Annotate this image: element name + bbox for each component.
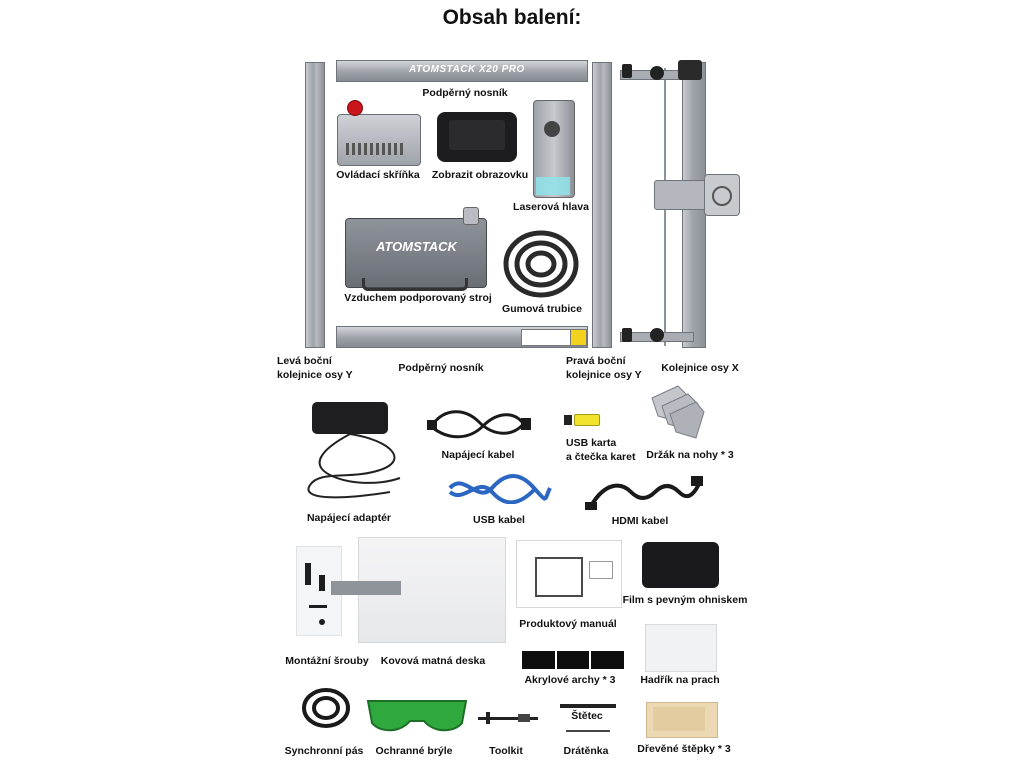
brush-image <box>560 704 616 708</box>
label-beam-bottom: Podpěrný nosník <box>398 362 484 374</box>
air-assist-logo: ATOMSTACK <box>376 239 457 254</box>
warning-sticker <box>521 329 571 346</box>
label-wire: Drátěnka <box>563 745 609 757</box>
label-dust-cloth: Hadřík na prach <box>640 674 720 686</box>
emergency-stop-button <box>347 100 363 116</box>
top-support-beam: ATOMSTACK X20 PRO <box>336 60 588 82</box>
label-film: Film s pevným ohniskem <box>622 594 748 606</box>
label-sync-belt: Synchronní pás <box>284 745 364 757</box>
rubber-tube-image <box>503 230 579 298</box>
caution-sticker <box>570 329 587 346</box>
toolkit-image <box>478 712 538 726</box>
power-cable-image <box>427 410 531 439</box>
wire-image <box>566 730 610 732</box>
label-left-rail: Levá boční kolejnice osy Y <box>277 355 353 381</box>
label-beam-top: Podpěrný nosník <box>422 87 508 99</box>
fixed-focus-film-image <box>642 542 719 588</box>
usb-card-reader-image <box>574 414 600 426</box>
page-title: Obsah balení: <box>442 6 582 29</box>
metal-plate-sticker <box>331 581 401 595</box>
label-hdmi-cable: HDMI kabel <box>611 515 669 527</box>
hdmi-cable-image <box>585 476 703 510</box>
label-laser-head: Laserová hlava <box>513 201 589 213</box>
safety-glasses-image <box>366 700 468 732</box>
right-y-rail <box>592 62 612 348</box>
laser-head-image <box>533 100 575 198</box>
manual-image <box>516 540 622 608</box>
power-adapter-cable <box>307 433 401 499</box>
label-power-cable: Napájecí kabel <box>441 449 515 461</box>
label-rubber-tube: Gumová trubice <box>502 303 582 315</box>
label-manual: Produktový manuál <box>519 618 617 630</box>
foot-holder-image <box>651 385 705 439</box>
label-power-adapter: Napájecí adaptér <box>306 512 392 524</box>
label-acrylic: Akrylové archy * 3 <box>524 674 616 686</box>
label-right-rail: Pravá boční kolejnice osy Y <box>566 355 642 381</box>
acrylic-sheets-image <box>522 651 624 669</box>
usb-cable-image <box>448 474 552 504</box>
left-y-rail <box>305 62 325 348</box>
label-air-assist: Vzduchem podporovaný stroj <box>344 292 492 304</box>
label-foot-holder: Držák na nohy * 3 <box>646 449 734 461</box>
micro-sd-card <box>564 415 572 425</box>
dust-cloth-image <box>645 624 717 672</box>
label-glasses: Ochranné brýle <box>375 745 453 757</box>
display-image <box>437 112 517 162</box>
x-axis-rail <box>620 60 740 352</box>
air-assist-image: ATOMSTACK <box>345 218 487 288</box>
control-box-image <box>337 114 421 166</box>
label-x-rail: Kolejnice osy X <box>661 362 739 374</box>
air-assist-handle <box>362 278 468 291</box>
label-display: Zobrazit obrazovku <box>431 169 529 181</box>
bottom-support-beam <box>336 326 588 348</box>
label-brush: Štětec <box>571 710 603 722</box>
power-adapter-image <box>312 402 388 434</box>
label-toolkit: Toolkit <box>489 745 523 757</box>
label-screws: Montážní šrouby <box>285 655 369 667</box>
label-control-box: Ovládací skříňka <box>336 169 420 181</box>
label-usb-card: USB karta a čtečka karet <box>566 437 636 463</box>
air-assist-knob <box>463 207 479 225</box>
label-wood-chips: Dřevěné štěpky * 3 <box>637 743 731 755</box>
label-usb-cable: USB kabel <box>473 514 525 526</box>
wood-chips-image <box>646 702 718 738</box>
sync-belt-image <box>302 688 350 728</box>
rail-logo: ATOMSTACK X20 PRO <box>409 64 525 75</box>
label-metal-plate: Kovová matná deska <box>380 655 486 667</box>
